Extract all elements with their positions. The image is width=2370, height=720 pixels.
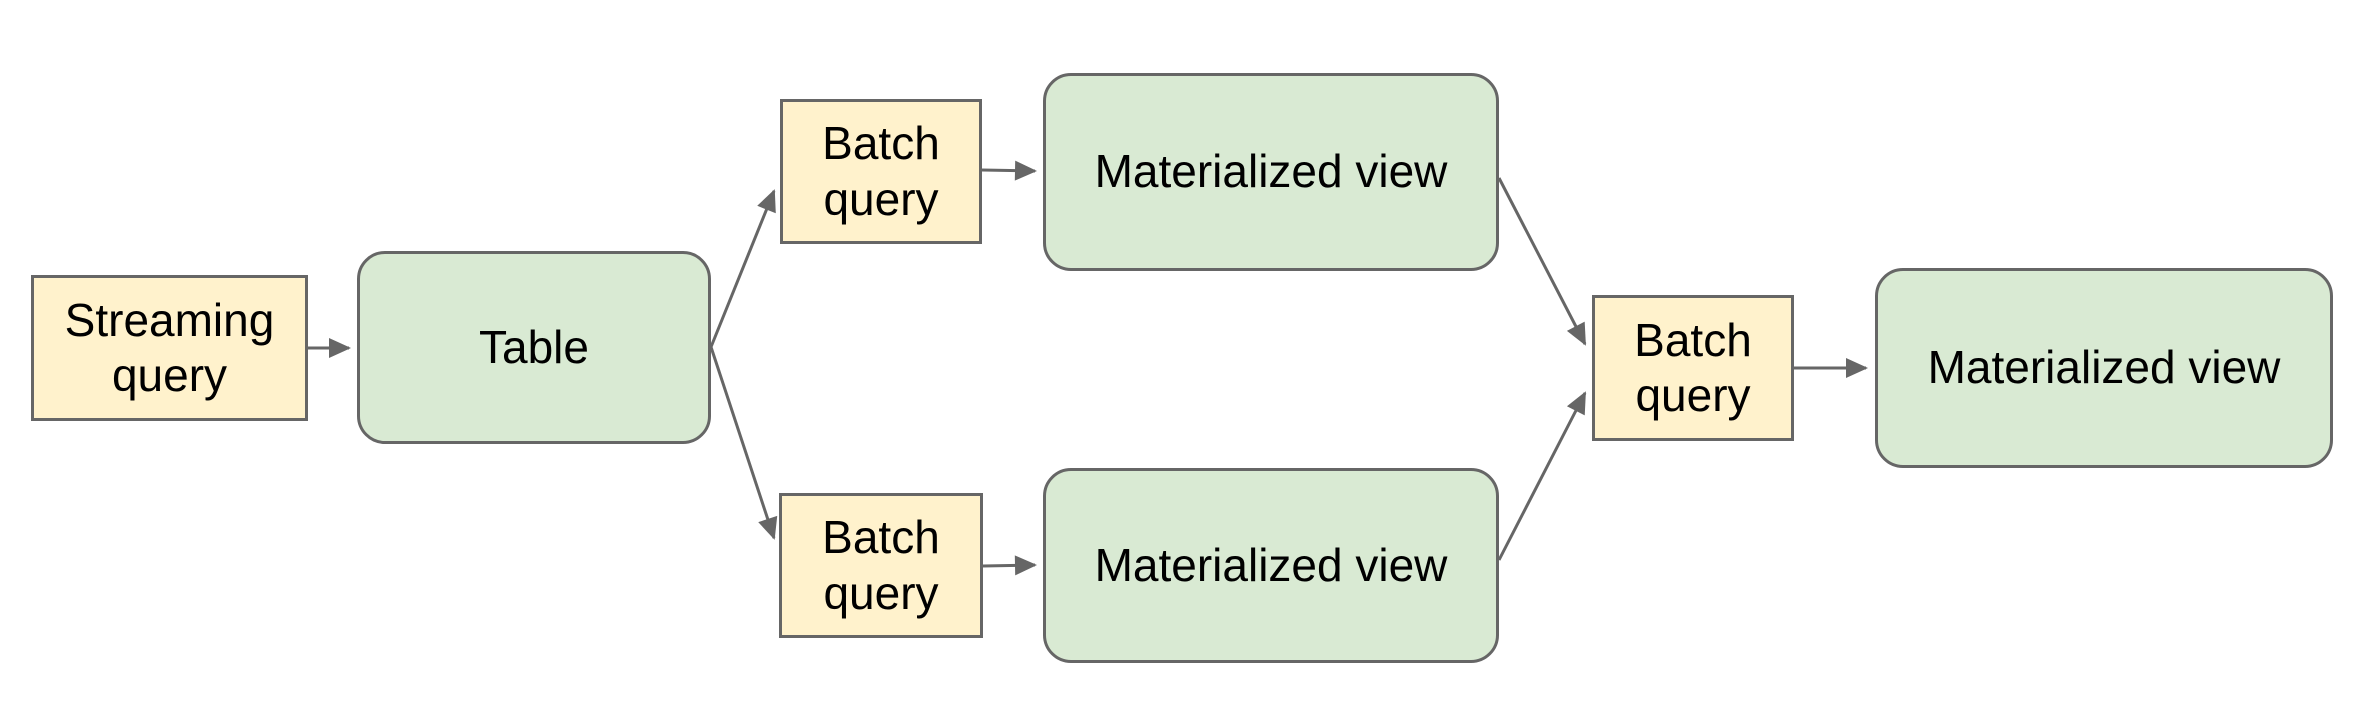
node-batch-query-top: Batch query	[780, 99, 982, 244]
node-table: Table	[357, 251, 711, 444]
node-materialized-view-bottom: Materialized view	[1043, 468, 1499, 663]
node-materialized-view-top-label: Materialized view	[1094, 145, 1448, 198]
node-batch-query-right-label: Batch query	[1634, 313, 1752, 421]
node-streaming-query: Streaming query	[31, 275, 308, 421]
node-materialized-view-right-label: Materialized view	[1927, 341, 2281, 394]
node-batch-query-right: Batch query	[1592, 295, 1794, 441]
node-streaming-query-label: Streaming query	[64, 293, 275, 401]
node-batch-query-bottom: Batch query	[779, 493, 983, 638]
node-materialized-view-right: Materialized view	[1875, 268, 2333, 468]
edge-table-to-batch-query-bottom	[709, 346, 778, 540]
edge-batch-query-bottom-to-mv-bottom	[982, 555, 1037, 576]
edge-batch-query-top-to-mv-top	[981, 160, 1037, 181]
node-batch-query-bottom-label: Batch query	[822, 511, 940, 619]
node-materialized-view-bottom-label: Materialized view	[1094, 538, 1448, 591]
node-materialized-view-top: Materialized view	[1043, 73, 1499, 271]
node-batch-query-top-label: Batch query	[822, 117, 940, 225]
edge-table-to-batch-query-top	[709, 189, 776, 348]
edge-mv-bottom-to-batch-query-right	[1497, 391, 1587, 561]
node-table-label: Table	[479, 320, 589, 373]
edge-mv-top-to-batch-query-right	[1497, 177, 1587, 346]
